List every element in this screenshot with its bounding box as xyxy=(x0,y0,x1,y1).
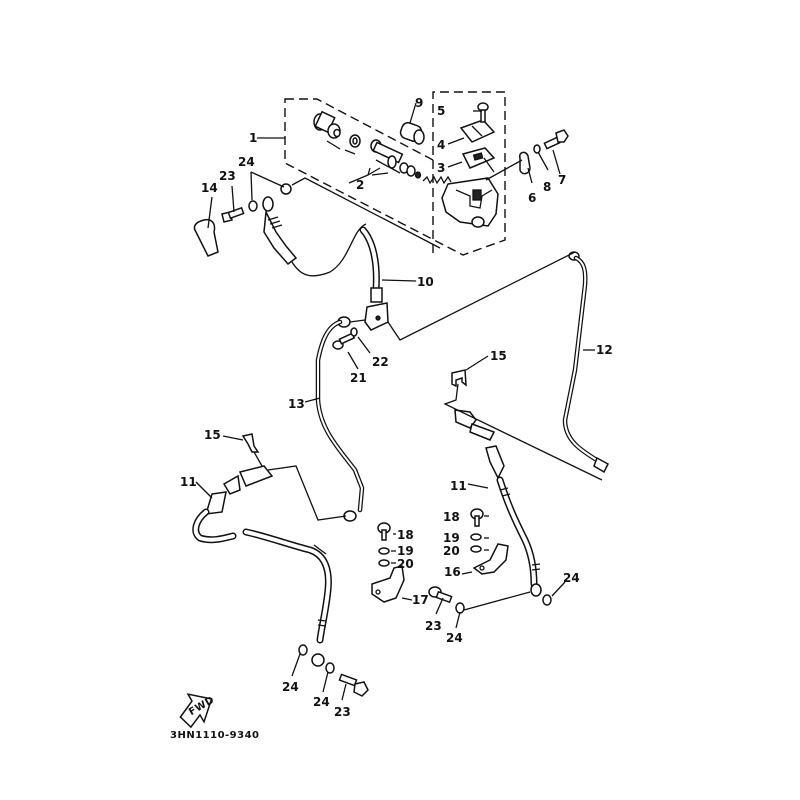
washer-24-f xyxy=(325,662,335,674)
screw-part-5 xyxy=(477,102,489,123)
callout-4: 4 xyxy=(437,138,445,152)
washer-24-d xyxy=(542,594,552,606)
callout-24-lower-right: 24 xyxy=(313,695,330,709)
washer-part-22 xyxy=(350,327,358,337)
callout-24-right: 24 xyxy=(563,571,580,585)
callout-24-lower-left: 24 xyxy=(282,680,299,694)
clip-part-15-left xyxy=(241,433,260,453)
part-code: 3HN1110-9340 xyxy=(170,730,260,741)
callout-6: 6 xyxy=(528,191,536,205)
boot-part-9 xyxy=(399,122,425,145)
cap-part-4 xyxy=(459,119,496,143)
forward-direction-arrow: FWD xyxy=(179,693,217,729)
master-cylinder-body xyxy=(441,177,499,228)
banjo-bolt-part-23-middle xyxy=(428,586,453,604)
callout-5: 5 xyxy=(437,104,445,118)
brake-hose-part-11-right xyxy=(454,409,542,597)
callout-24-middle: 24 xyxy=(446,631,463,645)
brake-pipe-part-13 xyxy=(315,319,365,522)
callout-14: 14 xyxy=(201,181,218,195)
upper-brake-hose xyxy=(262,196,367,277)
callout-18-left: 18 xyxy=(397,528,414,542)
callout-3: 3 xyxy=(437,161,445,175)
spring xyxy=(422,175,452,185)
washer-24-c xyxy=(455,602,465,614)
washer-24-a xyxy=(248,200,258,212)
diaphragm-part-3 xyxy=(461,147,496,169)
bolt-part-18-right xyxy=(470,508,484,527)
callout-11-right: 11 xyxy=(450,479,467,493)
callout-22: 22 xyxy=(372,355,389,369)
callout-8: 8 xyxy=(543,180,551,194)
callout-18-right: 18 xyxy=(443,510,460,524)
brake-pipe-part-12 xyxy=(562,251,609,474)
washer-part-8 xyxy=(533,144,541,154)
piston-kit xyxy=(313,110,422,179)
callout-19-left: 19 xyxy=(397,544,414,558)
callout-23-lower: 23 xyxy=(334,705,351,719)
washer-24-b xyxy=(280,183,292,195)
callout-15-left: 15 xyxy=(204,428,221,442)
callout-23-middle: 23 xyxy=(425,619,442,633)
washer-24-e xyxy=(298,644,308,656)
callout-24-upper: 24 xyxy=(238,155,255,169)
callout-17: 17 xyxy=(412,593,429,607)
bolt-part-18-left xyxy=(377,522,391,541)
callout-20-left: 20 xyxy=(397,557,414,571)
hose-part-10 xyxy=(359,226,383,303)
leader-lines xyxy=(195,102,603,701)
clip-part-15-right xyxy=(451,369,467,388)
callout-23-upper: 23 xyxy=(219,169,236,183)
callout-10: 10 xyxy=(417,275,434,289)
knob-part-14 xyxy=(193,218,219,257)
callout-labels: 1 2 3 4 5 6 7 8 9 10 11 11 12 13 14 15 1… xyxy=(180,96,613,719)
washer-part-19-left xyxy=(378,547,390,555)
callout-15-right: 15 xyxy=(490,349,507,363)
bolt-part-21 xyxy=(332,332,356,350)
callout-12: 12 xyxy=(596,343,613,357)
callout-13: 13 xyxy=(288,397,305,411)
washer-part-20-left xyxy=(378,559,390,567)
callout-9: 9 xyxy=(415,96,423,110)
callout-11-left: 11 xyxy=(180,475,197,489)
banjo-bolt-part-23-lower xyxy=(338,673,369,697)
banjo-bolt-part-23-upper xyxy=(221,206,245,223)
callout-19-right: 19 xyxy=(443,531,460,545)
junction-block xyxy=(364,302,389,331)
callout-2: 2 xyxy=(356,178,364,192)
callout-20-right: 20 xyxy=(443,544,460,558)
callout-21: 21 xyxy=(350,371,367,385)
washer-part-20-right xyxy=(470,545,482,553)
callout-16: 16 xyxy=(444,565,461,579)
bolt-part-7 xyxy=(543,129,569,150)
assembly-1-outline xyxy=(284,91,506,256)
callout-7: 7 xyxy=(558,173,566,187)
callout-1: 1 xyxy=(249,131,257,145)
bracket-part-17 xyxy=(371,565,405,603)
bracket-part-16 xyxy=(472,543,509,575)
washer-part-19-right xyxy=(470,533,482,541)
